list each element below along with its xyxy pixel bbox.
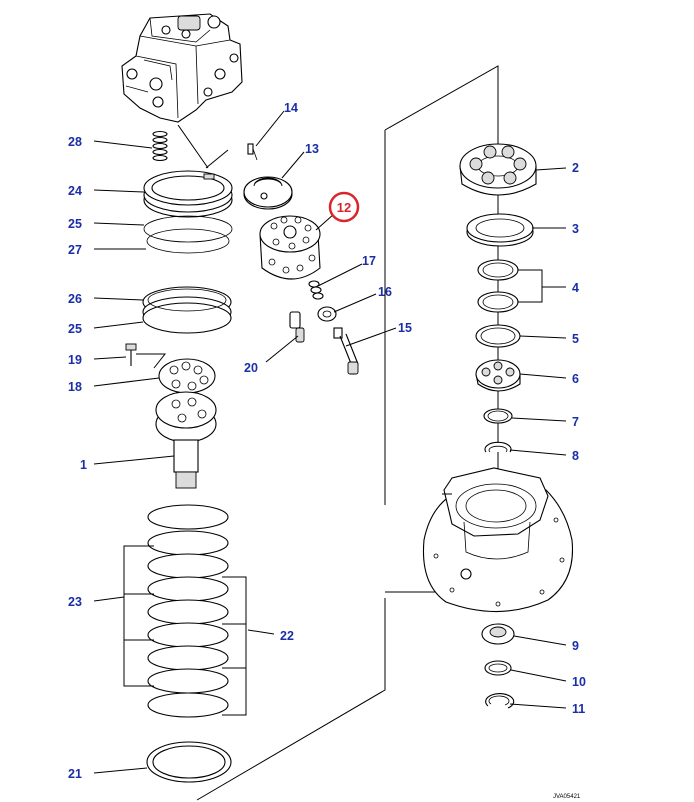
callout-9[interactable]: 9	[572, 639, 579, 653]
part-16-collar	[317, 306, 337, 322]
callout-14[interactable]: 14	[284, 101, 298, 115]
part-26-ring	[142, 286, 232, 334]
part-10-seal	[484, 660, 512, 676]
callout-7[interactable]: 7	[572, 415, 579, 429]
callout-24[interactable]: 24	[68, 184, 82, 198]
part-9-bearing	[481, 623, 515, 645]
part-2-roller-bearing	[459, 143, 537, 196]
part-3-seal	[466, 213, 534, 247]
part-8-snap-ring	[484, 441, 512, 453]
callout-20[interactable]: 20	[244, 361, 258, 375]
callout-1[interactable]: 1	[80, 458, 87, 472]
callout-23[interactable]: 23	[68, 595, 82, 609]
part-1-shaft	[155, 391, 217, 489]
part-18-retainer-plate	[136, 353, 216, 394]
callout-3[interactable]: 3	[572, 222, 579, 236]
assembly-outline	[177, 65, 499, 801]
part-7-ring	[483, 408, 513, 424]
part-24-ring	[143, 170, 233, 218]
part-25-27-rings	[143, 215, 233, 254]
callout-25-upper[interactable]: 25	[68, 217, 82, 231]
part-6-roller-bearing	[475, 359, 521, 392]
callout-26[interactable]: 26	[68, 292, 82, 306]
callout-16[interactable]: 16	[378, 285, 392, 299]
motor-housing	[422, 467, 574, 613]
valve-housing	[121, 13, 243, 123]
callout-4[interactable]: 4	[572, 281, 579, 295]
drawing-reference-code: JVA05421	[553, 794, 581, 800]
callout-27[interactable]: 27	[68, 243, 82, 257]
callout-15[interactable]: 15	[398, 321, 412, 335]
leader-lines	[93, 110, 567, 774]
part-21-ring	[146, 741, 232, 783]
part-12-cylinder-block	[259, 215, 321, 280]
callout-19[interactable]: 19	[68, 353, 82, 367]
part-28-spring	[152, 130, 168, 162]
part-19-bolt	[125, 343, 137, 366]
callout-17[interactable]: 17	[362, 254, 376, 268]
callout-6[interactable]: 6	[572, 372, 579, 386]
part-13-valve-plate	[243, 143, 293, 210]
callout-22[interactable]: 22	[280, 629, 294, 643]
callout-25-lower[interactable]: 25	[68, 322, 82, 336]
callout-2[interactable]: 2	[572, 161, 579, 175]
callout-13[interactable]: 13	[305, 142, 319, 156]
callout-10[interactable]: 10	[572, 675, 586, 689]
callout-28[interactable]: 28	[68, 135, 82, 149]
callout-21[interactable]: 21	[68, 767, 82, 781]
part-17-spring	[308, 280, 324, 300]
highlight-label: 12	[337, 200, 351, 215]
part-20-pin	[289, 311, 305, 343]
callout-11[interactable]: 11	[572, 702, 585, 716]
part-15-shaft	[333, 327, 359, 375]
callout-18[interactable]: 18	[68, 380, 82, 394]
callout-labels: 28 24 25 27 26 25 19 18 1 23 21 22 14 13…	[68, 101, 586, 781]
callout-8[interactable]: 8	[572, 449, 579, 463]
disc-stack	[123, 504, 247, 718]
highlight-part-12[interactable]: 12	[328, 191, 360, 223]
part-5-oring	[475, 324, 521, 348]
callout-5[interactable]: 5	[572, 332, 579, 346]
part-11-snap-ring	[485, 693, 515, 709]
